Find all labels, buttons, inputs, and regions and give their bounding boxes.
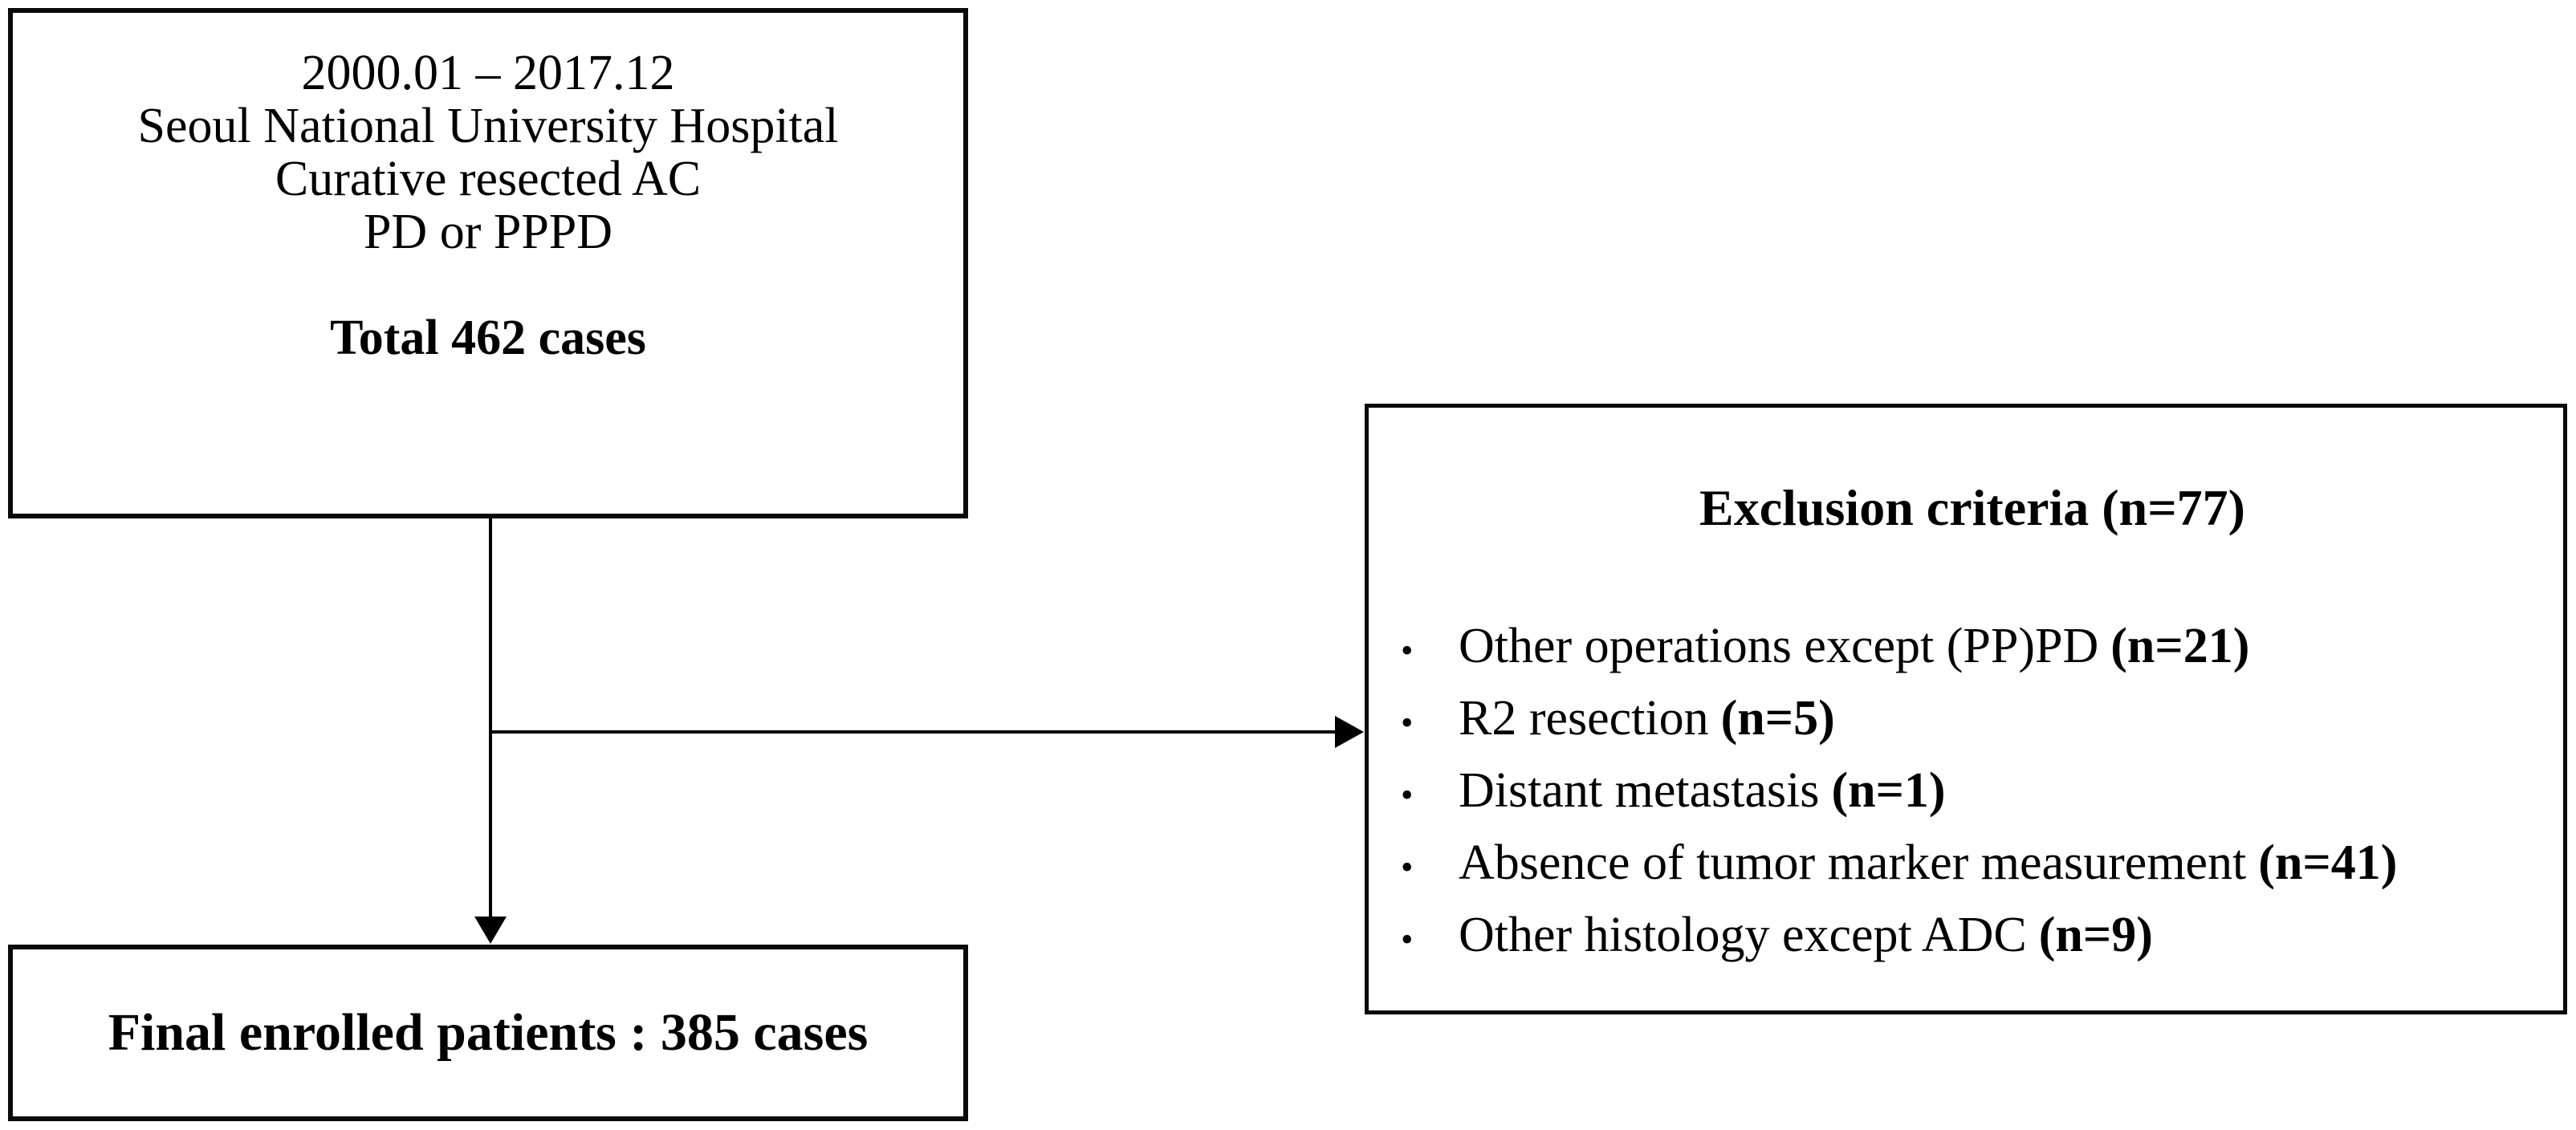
final-enrolled-label: Final enrolled patients : 385 cases [108,1003,869,1062]
source-box: 2000.01 – 2017.12 Seoul National Univers… [8,8,968,518]
exclusion-item-text: R2 resection [1459,691,1709,746]
exclusion-item-text: Distant metastasis [1459,763,1820,818]
exclusion-item-count: (n=41) [2258,835,2398,890]
exclusion-list: • Other operations except (PP)PD (n=21) … [1401,612,2544,974]
flow-line-vertical [489,518,492,917]
hospital-name-line: Seoul National University Hospital [137,99,839,153]
flow-line-horizontal [489,730,1337,734]
exclusion-item-count: (n=5) [1720,691,1835,746]
bullet-icon: • [1401,703,1414,742]
bullet-icon: • [1401,920,1414,959]
arrowhead-down-icon [474,917,507,944]
exclusion-item-count: (n=21) [2110,619,2250,673]
bullet-icon: • [1401,775,1414,815]
exclusion-item-text: Other operations except (PP)PD [1459,619,2099,673]
total-cases-label: Total 462 cases [330,311,646,365]
exclusion-box: Exclusion criteria (n=77) • Other operat… [1365,404,2567,1014]
exclusion-item: • R2 resection (n=5) [1401,685,2544,757]
blank-line [13,258,963,311]
exclusion-item: • Other histology except ADC (n=9) [1401,901,2544,974]
operation-type-line: PD or PPPD [363,205,613,259]
exclusion-item: • Absence of tumor marker measurement (n… [1401,829,2544,901]
bullet-icon: • [1401,631,1414,670]
date-range-line: 2000.01 – 2017.12 [301,46,675,100]
exclusion-item-count: (n=1) [1831,763,1946,818]
exclusion-item: • Distant metastasis (n=1) [1401,757,2544,829]
exclusion-item-count: (n=9) [2038,908,2153,962]
exclusion-item-text: Other histology except ADC [1459,908,2027,962]
exclusion-item: • Other operations except (PP)PD (n=21) [1401,612,2544,685]
resection-type-line: Curative resected AC [275,152,702,206]
final-box: Final enrolled patients : 385 cases [8,945,968,1121]
exclusion-title: Exclusion criteria (n=77) [1699,479,2245,536]
exclusion-item-text: Absence of tumor marker measurement [1459,835,2247,890]
arrowhead-right-icon [1335,716,1364,748]
bullet-icon: • [1401,848,1414,887]
